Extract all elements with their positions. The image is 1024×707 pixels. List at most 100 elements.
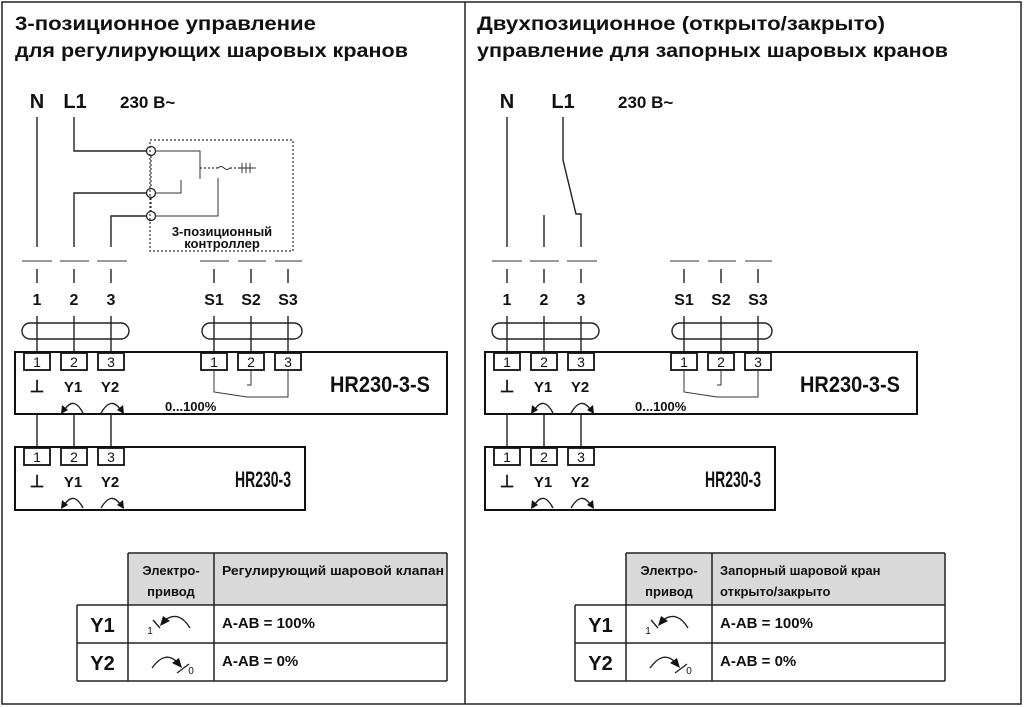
y1-label: Y1 (534, 474, 552, 491)
controller-terminal (145, 145, 157, 157)
arrowhead-icon (172, 658, 182, 668)
panel-title-line1: Двухпозиционное (открыто/закрыто) (477, 14, 885, 35)
stop-mark (152, 619, 161, 629)
table-header-actuator-line2: привод (147, 584, 195, 599)
phase-wire (73, 117, 147, 152)
wire-y1 (73, 192, 147, 247)
y2-label: Y2 (571, 379, 589, 396)
signal-cable-sheath (671, 322, 773, 340)
wire-label-2: 2 (540, 292, 549, 309)
row-signal: Y1 (588, 615, 612, 637)
feedback-range: 0...100% (165, 399, 217, 414)
controller-label-line2: контроллер (184, 236, 260, 251)
table-header-valve-line1: Запорный шаровой кран (720, 563, 881, 578)
ground-symbol: ⊥ (500, 472, 515, 491)
potentiometer-wiper (247, 370, 252, 386)
aux-terminal-s2-number: 2 (247, 354, 255, 370)
potentiometer-track (683, 370, 759, 398)
table-header-valve-line2: открыто/закрыто (720, 584, 831, 599)
position-index: 1 (645, 626, 651, 637)
row-result: A-AB = 100% (720, 615, 813, 632)
rotate-close-arrow (570, 402, 591, 414)
controller-box (149, 139, 294, 252)
terminal-1-number: 1 (503, 354, 511, 370)
signal-wire-label-s1: S1 (204, 292, 224, 309)
table-header-bg (128, 553, 447, 605)
voltage-label: 230 В~ (618, 93, 673, 112)
wire-label-2: 2 (70, 292, 79, 309)
position-index: 0 (686, 666, 692, 677)
aux-terminal-s2-number: 2 (717, 354, 725, 370)
terminal-3 (97, 352, 125, 371)
signal-wire-label-s2: S2 (711, 292, 731, 309)
panel-title-line2: управление для запорных шаровых кранов (477, 41, 948, 62)
potentiometer-track (213, 370, 289, 398)
position-index: 1 (147, 626, 153, 637)
rotate-close-arrow (100, 497, 121, 509)
rotation-close-icon (649, 656, 676, 669)
position-index: 0 (188, 666, 194, 677)
arrowhead-icon (658, 616, 668, 626)
hr230-3-terminal-2-number: 2 (70, 449, 78, 465)
terminal-1 (493, 352, 521, 371)
hr230-3-terminal-3 (97, 447, 125, 466)
table-header-valve: Регулирующий шаровой клапан (222, 563, 444, 578)
arrowhead-icon (587, 405, 594, 414)
potentiometer-wiper (717, 370, 722, 386)
y2-label: Y2 (571, 474, 589, 491)
arrowhead-icon (670, 658, 680, 668)
power-cable-sheath (21, 322, 130, 340)
table-row: Y1 A-AB = 100% 1 (588, 615, 813, 637)
rotate-open-arrow (534, 497, 554, 509)
rotate-open-arrow (64, 402, 84, 414)
hr230-3-terminal-2-number: 2 (540, 449, 548, 465)
hr230-3-terminal-3-number: 3 (107, 449, 115, 465)
ground-symbol: ⊥ (500, 377, 515, 396)
rotate-close-arrow (570, 497, 591, 509)
hr230-3-terminal-2 (530, 447, 558, 466)
row-signal: Y1 (90, 615, 114, 637)
terminal-3-number: 3 (577, 354, 585, 370)
aux-terminal-s1-number: 1 (680, 354, 688, 370)
neutral-label: N (30, 91, 44, 113)
rotation-close-icon (151, 656, 178, 669)
y2-label: Y2 (101, 379, 119, 396)
controller-contact-open (155, 180, 182, 194)
row-signal: Y2 (90, 653, 114, 675)
wire-label-1: 1 (33, 292, 42, 309)
rotate-close-arrow (100, 402, 121, 414)
model-hr230-3: HR230-3 (235, 467, 291, 492)
table-header-actuator-line2: привод (645, 584, 693, 599)
arrowhead-icon (587, 500, 594, 509)
hr230-3-terminal-3 (567, 447, 595, 466)
aux-terminal-s3-number: 3 (754, 354, 762, 370)
table-header-actuator-line1: Электро- (142, 563, 199, 578)
wire-label-3: 3 (107, 292, 116, 309)
phase-wire-switch (562, 117, 582, 247)
y1-label: Y1 (64, 379, 82, 396)
row-result: A-AB = 0% (222, 653, 298, 670)
function-table: Электро-привод Регулирующий шаровой клапа… (76, 552, 448, 682)
arrowhead-icon (117, 500, 124, 509)
terminal-2 (60, 352, 88, 371)
model-hr230-3: HR230-3 (705, 467, 761, 492)
terminal-3-number: 3 (107, 354, 115, 370)
neutral-label: N (500, 91, 514, 113)
arrowhead-icon (160, 616, 170, 626)
signal-wire-label-s2: S2 (241, 292, 261, 309)
rotation-open-icon (662, 615, 689, 629)
controller-wave (217, 166, 231, 170)
ground-symbol: ⊥ (30, 377, 45, 396)
hr230-3-terminal-1-number: 1 (503, 449, 511, 465)
signal-wire-label-s1: S1 (674, 292, 694, 309)
controller-contact-close (155, 178, 219, 217)
controller-terminal (145, 210, 157, 222)
phase-label: L1 (551, 91, 574, 113)
hr230-3-terminal-1 (493, 447, 521, 466)
aux-terminal-s3-number: 3 (284, 354, 292, 370)
